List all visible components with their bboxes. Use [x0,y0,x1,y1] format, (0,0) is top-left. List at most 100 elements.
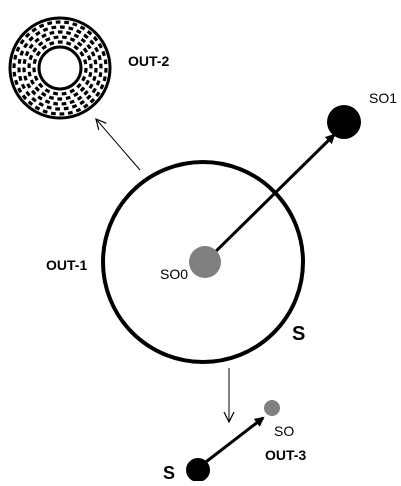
ring-dash [50,32,54,33]
so-small-dot [264,400,280,416]
ring-dash [62,93,67,94]
ring-dash [46,39,50,41]
ring-dash [53,103,58,104]
vector-s-so [198,418,263,468]
ring-dash [43,29,47,31]
ring-dash [74,93,78,95]
so1-label: SO1 [369,90,397,106]
ring-dash [90,84,92,88]
ring-dash [28,84,30,88]
ring-dash [64,22,69,23]
ring-dash [70,90,74,92]
ring-dash [32,29,36,32]
ring-dash [24,59,25,64]
ring-dash [80,101,84,104]
out2-label: OUT-2 [128,53,169,69]
ring-dash [92,52,94,56]
ring-dash [43,111,47,113]
ring-dash [74,35,78,37]
ring-dash [97,81,99,85]
ring-dash [30,55,32,59]
so0-label: SO0 [160,266,188,282]
s-main-label: S [292,323,305,345]
ring-dash [54,37,59,38]
ring-dash [64,108,69,109]
ring-dash [17,47,19,51]
ring-dash [85,60,86,65]
ring-dash [81,27,85,29]
ring-dash [66,97,70,98]
ring-dash [38,97,42,100]
ring-dash [72,105,76,107]
ring-dash [36,32,40,35]
ring-dash [62,37,67,38]
ring-dash [14,72,15,77]
ring-dash [62,103,67,104]
so1-dot [327,105,361,139]
ring-dash [104,76,105,81]
out2-ring [10,18,110,118]
ring-dash [96,48,98,52]
ring-dash [31,80,33,84]
ring-dash [99,55,100,60]
ring-dash [94,76,95,80]
ring-dash [42,35,46,37]
ring-dash [51,113,56,114]
ring-dash [24,44,27,48]
ring-dash [50,43,54,45]
ring-dash [78,97,82,100]
ring-dash [73,24,77,26]
ring-dash [47,23,52,24]
ring-dash [90,72,91,77]
ring-dash [70,39,74,41]
ring-dash [40,25,44,27]
ring-dash [53,93,58,94]
ring-dash [35,76,37,80]
ring-dash [68,112,73,113]
ring-dash [101,85,103,89]
ring-dash [19,59,20,64]
ring-dash [26,51,28,55]
ring-dash [86,80,88,84]
ring-dash [93,89,96,93]
ring-dash [95,60,96,65]
ring-dash [19,88,21,92]
ring-dash [21,40,24,44]
ring-dash [29,72,30,77]
ring-dash [35,107,39,109]
so-small-label: SO [274,423,294,439]
ring-dash [66,33,70,34]
so0-dot [189,246,221,278]
ring-dash [103,51,104,55]
ring-dash [22,84,24,88]
out1-label: OUT-1 [46,257,87,273]
ring-dash [96,92,99,96]
arrow-to-out2 [96,119,140,170]
ring-dash [69,28,74,29]
ring-dash [42,93,46,95]
ring-dash [49,97,53,98]
ring-dash [45,90,49,92]
vector-so0-so1 [205,135,334,262]
ring-dash [88,56,90,60]
ring-dash [76,109,80,111]
ring-dash [15,55,16,60]
ring-dash [99,44,101,48]
ring-dash [21,51,23,55]
ring-dash [45,101,49,103]
ring-dash [39,103,43,105]
out3-label: OUT-3 [265,447,306,463]
ring-dash [16,80,17,84]
ring-dash [47,107,52,108]
ring-dash [100,72,101,77]
ring-dash [77,31,81,33]
ring-dash [20,76,21,81]
s-bottom-label: S [163,463,175,481]
ring-dash [84,105,88,108]
ring-dash [66,43,70,45]
s-bottom-dot [186,458,210,481]
ring-dash [34,59,35,64]
ring-dash [25,76,26,80]
